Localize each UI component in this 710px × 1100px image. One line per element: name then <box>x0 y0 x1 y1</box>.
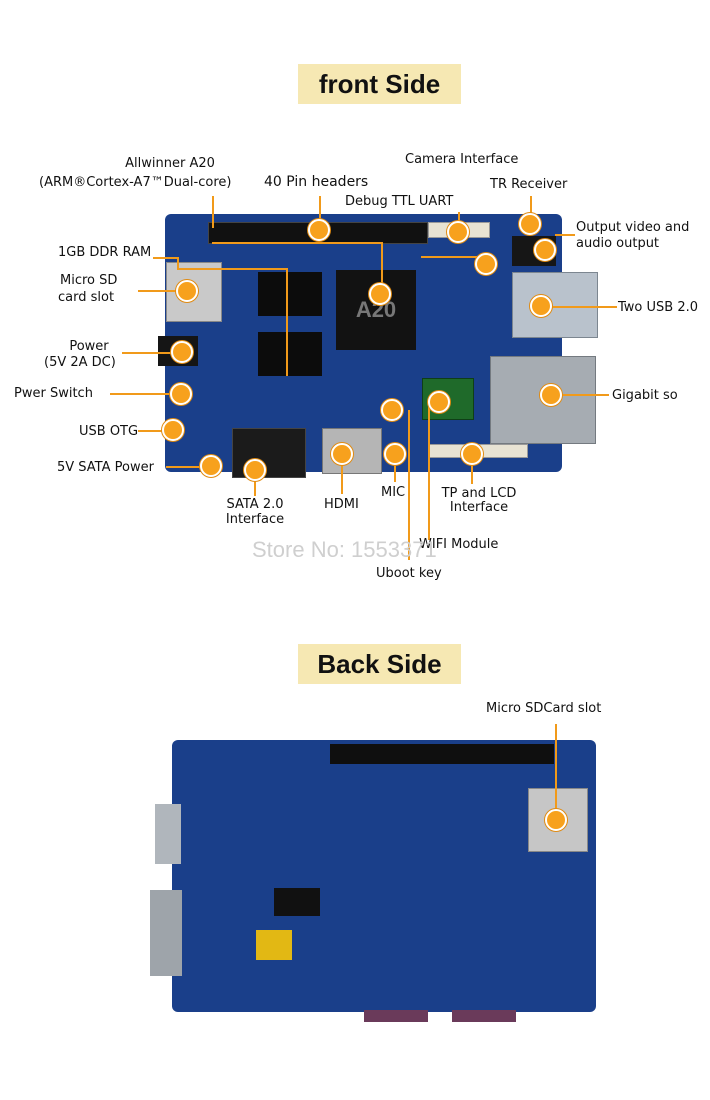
label-wifi: WIFI Module <box>419 537 499 552</box>
label-tp-lcd-2: Interface <box>449 500 509 515</box>
label-two-usb: Two USB 2.0 <box>618 300 698 315</box>
label-ddr: 1GB DDR RAM <box>58 245 152 260</box>
label-microsd-1: Micro SD <box>60 273 118 288</box>
leader-line <box>394 454 396 482</box>
front-side-title: front Side <box>318 68 441 99</box>
label-mic: MIC <box>381 485 406 500</box>
microsd-marker <box>176 280 198 302</box>
soc-chip: A20 <box>336 270 416 350</box>
leader-line <box>555 234 575 236</box>
back-connector-2 <box>452 1010 516 1022</box>
label-audio-output: audio output <box>576 236 660 251</box>
hdmi-marker <box>331 443 353 465</box>
back-pcb <box>172 740 596 1012</box>
back-chip <box>274 888 320 916</box>
label-hdmi: HDMI <box>324 497 359 512</box>
label-sata-1: SATA 2.0 <box>226 497 284 512</box>
label-camera: Camera Interface <box>405 152 519 167</box>
audio-output-marker <box>534 239 556 261</box>
lcd-marker <box>461 443 483 465</box>
label-usb-otg: USB OTG <box>79 424 139 439</box>
leader-line <box>530 196 532 224</box>
back-usb <box>155 804 181 864</box>
sata-marker <box>244 459 266 481</box>
leader-line <box>138 290 186 292</box>
leader-line <box>381 242 383 294</box>
power-marker <box>171 341 193 363</box>
usb-ports <box>512 272 598 338</box>
camera-marker <box>447 221 469 243</box>
pin-header-marker <box>308 219 330 241</box>
leader-line <box>110 393 180 395</box>
switch-marker <box>170 383 192 405</box>
label-output-video: Output video and <box>576 220 690 235</box>
leader-line <box>254 470 256 496</box>
label-sata-2: Interface <box>225 512 285 527</box>
leader-line <box>319 196 321 230</box>
leader-line <box>555 724 557 820</box>
back-pin-header <box>330 744 554 764</box>
leader-line <box>408 410 410 560</box>
usb-marker <box>530 295 552 317</box>
back-side-title: Back Side <box>317 648 442 679</box>
leader-line <box>138 430 172 432</box>
leader-line <box>177 257 179 269</box>
leader-line <box>428 402 430 540</box>
leader-line <box>341 454 343 494</box>
label-back-microsd: Micro SDCard slot <box>486 701 602 716</box>
label-power-2: (5V 2A DC) <box>44 355 116 370</box>
label-uboot: Uboot key <box>376 566 442 581</box>
gigabit-marker <box>540 384 562 406</box>
label-tp-lcd-1: TP and LCD <box>441 486 517 501</box>
leader-line <box>212 242 382 244</box>
leader-line <box>551 394 609 396</box>
label-microsd-2: card slot <box>58 290 115 305</box>
leader-line <box>212 196 214 228</box>
leader-line <box>166 466 210 468</box>
back-capacitor <box>256 930 292 960</box>
store-watermark: Store No: 1553371 <box>252 537 437 562</box>
back-connector-1 <box>364 1010 428 1022</box>
label-pwer-switch: Pwer Switch <box>14 386 93 401</box>
back-microsd-marker <box>545 809 567 831</box>
wifi-marker <box>428 391 450 413</box>
tr-receiver-marker <box>519 213 541 235</box>
usb-otg-marker <box>162 419 184 441</box>
leader-line <box>286 268 288 376</box>
label-power-1: Power <box>69 339 109 354</box>
leader-line <box>177 268 287 270</box>
uart-marker <box>475 253 497 275</box>
ddr-chip-2 <box>258 332 322 376</box>
leader-line <box>471 454 473 484</box>
label-allwinner: Allwinner A20 <box>125 156 215 171</box>
label-arm-core: (ARM®Cortex-A7™Dual-core) <box>39 175 232 190</box>
front-side-banner: front Side <box>298 64 461 104</box>
label-gigabit: Gigabit so <box>612 388 678 403</box>
ddr-chip-1 <box>258 272 322 316</box>
label-debug-uart: Debug TTL UART <box>345 194 454 209</box>
uboot-marker <box>381 399 403 421</box>
leader-line <box>541 306 617 308</box>
leader-line <box>153 257 177 259</box>
label-tr-receiver: TR Receiver <box>490 177 568 192</box>
mic-marker <box>384 443 406 465</box>
back-side-banner: Back Side <box>298 644 461 684</box>
back-ethernet <box>150 890 182 976</box>
sata-power-marker <box>200 455 222 477</box>
label-pin-headers: 40 Pin headers <box>264 174 369 190</box>
soc-marker <box>369 283 391 305</box>
leader-line <box>421 256 485 258</box>
leader-line <box>122 352 182 354</box>
label-sata-power: 5V SATA Power <box>57 460 154 475</box>
